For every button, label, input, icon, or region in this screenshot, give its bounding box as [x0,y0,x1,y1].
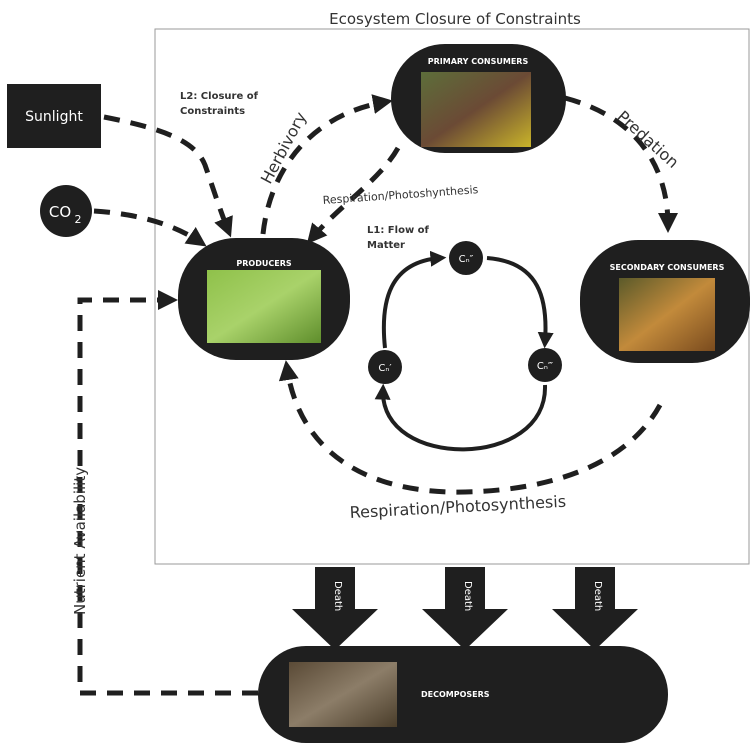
cycle-node-left [368,350,402,384]
co2-subscript: 2 [75,213,82,226]
death-arrow-2 [422,567,508,650]
l2-label-line1: L2: Closure of [180,91,259,102]
death-arrow-3 [552,567,638,650]
cycle-node-left-label: Cₙ′ [378,363,392,374]
death-label-3: Death [592,581,603,611]
co2-circle [40,185,92,237]
cycle-node-top [449,241,483,275]
cycle-arrow-top-right [486,256,554,349]
l2-label-line2: Constraints [180,106,245,117]
co2-arrow [93,208,207,247]
sunlight-box [7,84,101,148]
cycle-node-right [528,348,562,382]
resp-top-arrow [306,146,401,245]
cycle-node-top-label: Cₙ″ [459,254,474,265]
cycle-arrow-right-left [374,383,548,452]
cycle-arrow-left-top [381,250,447,349]
decomposers-image [289,662,397,727]
decomposers-label: DECOMPOSERS [421,690,490,699]
cycle-node-right-label: Cₙ‴ [537,361,553,372]
primary-consumers-label: PRIMARY CONSUMERS [428,57,529,66]
primary-consumers-image [421,72,531,147]
predation-label: Predation [613,107,682,172]
sunlight-label: Sunlight [25,109,83,125]
nutrient-arrow [77,290,258,696]
producers-label: PRODUCERS [236,259,291,268]
sunlight-arrow [103,114,233,238]
death-label-1: Death [332,581,343,611]
resp-bottom-label: Respiration/Photosynthesis [349,492,566,522]
diagram-title: Ecosystem Closure of Constraints [329,10,581,28]
resp-top-label: Respiration/Photoshynthesis [322,183,479,207]
co2-label: CO [49,203,71,221]
l1-label-line1: L1: Flow of [367,225,430,236]
death-arrow-1 [292,567,378,650]
predation-arrow [564,95,678,233]
l1-label-line2: Matter [367,240,405,251]
death-label-2: Death [462,581,473,611]
herbivory-arrow [260,94,393,235]
secondary-consumers-image [619,278,715,351]
secondary-consumers-label: SECONDARY CONSUMERS [610,263,725,272]
nutrient-label: Nutrient Availability [71,467,89,615]
resp-bottom-arrow [278,360,663,495]
producers-image [207,270,321,343]
